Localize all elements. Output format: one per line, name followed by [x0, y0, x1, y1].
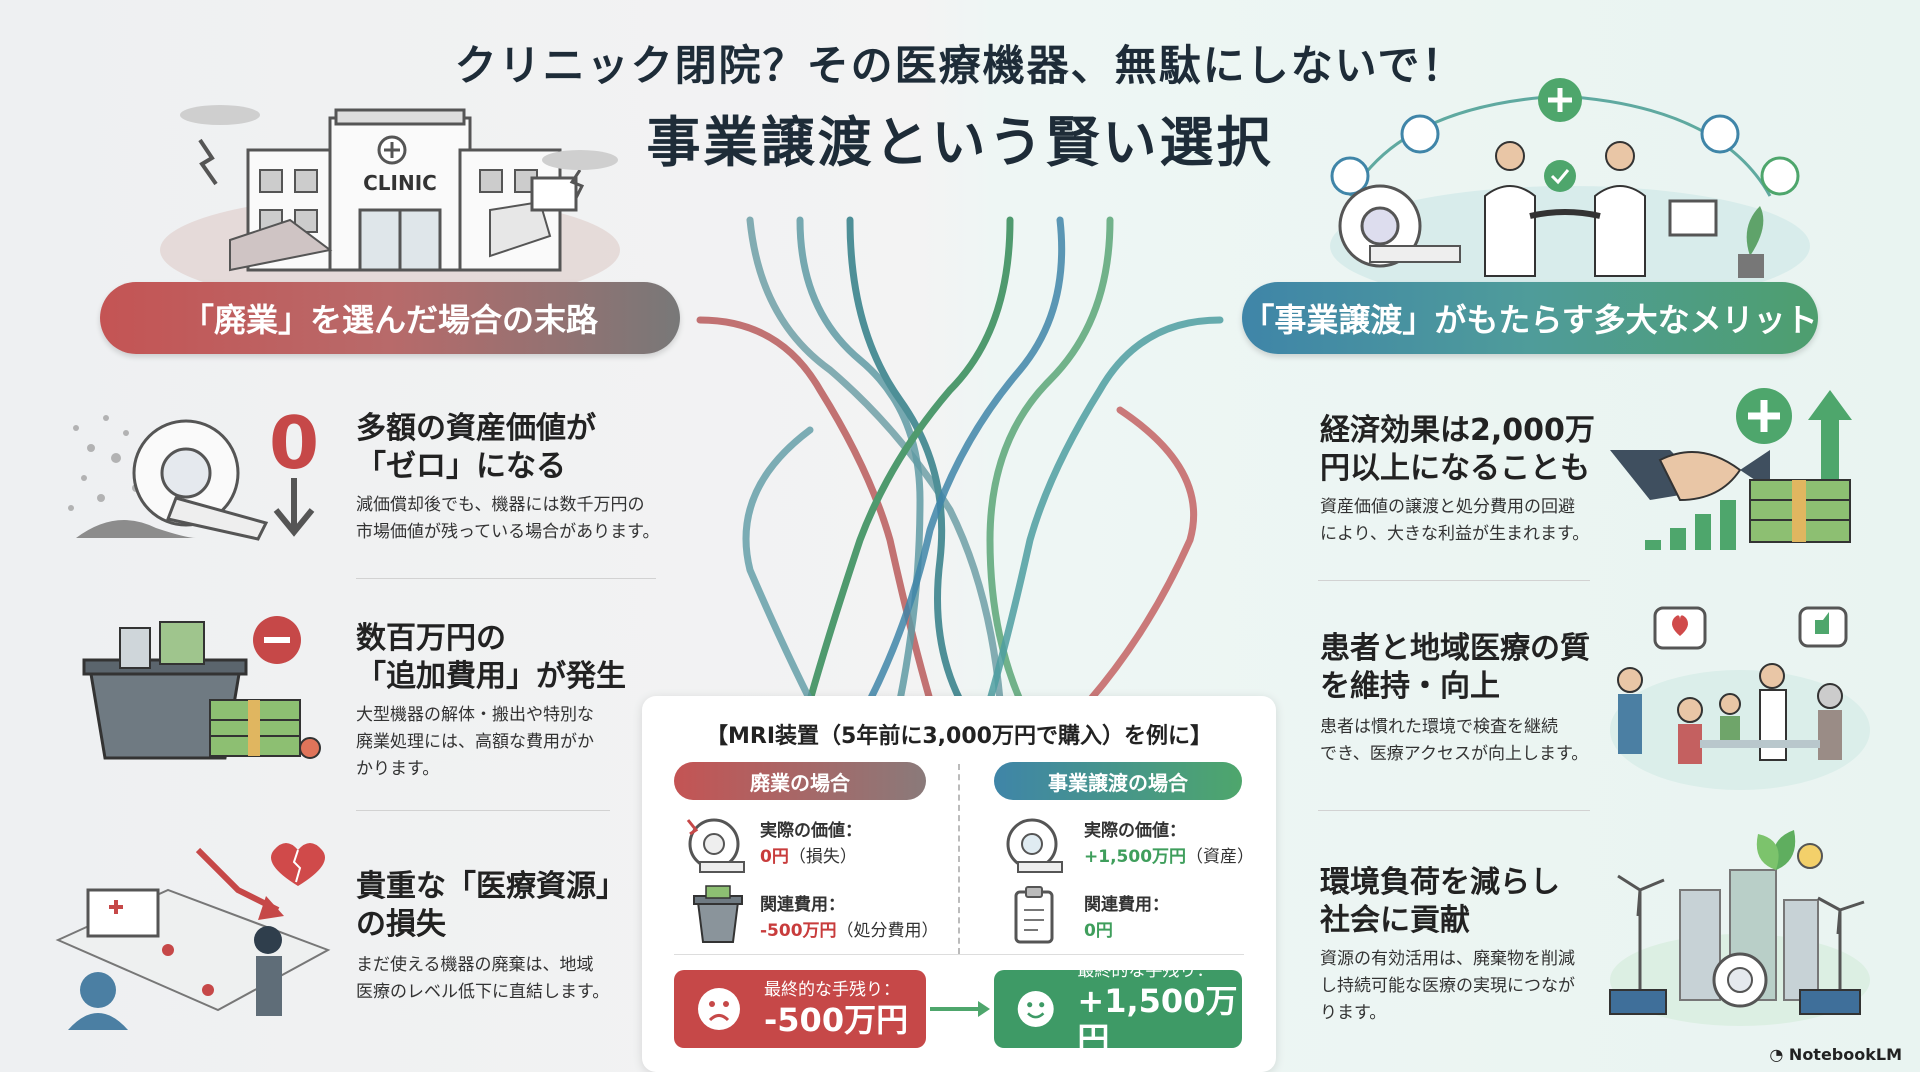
transfer-cost-label: 関連費用： [1084, 895, 1169, 915]
notebooklm-logo-text: NotebookLM [1788, 1045, 1902, 1064]
comparison-separator [674, 954, 1244, 955]
transfer-item-2-desc: 患者は慣れた環境で検査を継続 でき、医療アクセスが向上します。 [1320, 714, 1588, 768]
closure-item-2-desc-line2: 廃業処理には、高額な費用がか [356, 732, 594, 752]
ruined-clinic-illustration: CLINIC [160, 105, 620, 290]
transfer-item-3-desc-line3: ります。 [1320, 1003, 1387, 1023]
transfer-item-2-title-line2: を維持・向上 [1320, 669, 1500, 704]
clipboard-icon [1014, 886, 1054, 944]
closure-result-box: 最終的な手残り： -500万円 [674, 970, 926, 1048]
notebooklm-logo: ◔ NotebookLM [1769, 1045, 1902, 1064]
clinic-sign: CLINIC [363, 171, 437, 195]
closure-value-amount: 0円 [760, 847, 789, 867]
flow-lines-decoration [696, 216, 1224, 704]
transfer-value-label: 実際の価値： [1084, 821, 1186, 841]
closure-cost-label: 関連費用： [760, 895, 845, 915]
trash-money-icon [693, 885, 743, 943]
transfer-cost-amount: 0円 [1084, 921, 1113, 941]
closure-result-value: -500万円 [764, 1001, 909, 1039]
closure-value-label: 実際の価値： [760, 821, 862, 841]
closure-item-3-title-line2: の損失 [356, 907, 446, 942]
doctors-handshake-illustration [1330, 78, 1810, 290]
closure-item-1-title: 多額の資産価値が 「ゼロ」になる [356, 410, 596, 486]
sad-face-icon [698, 988, 740, 1030]
closure-item-2-desc-line3: かります。 [356, 759, 440, 779]
transfer-divider-1 [1318, 580, 1590, 581]
closure-item-3-desc-line2: 医療のレベル低下に直結します。 [356, 982, 610, 1002]
transfer-item-3-title-line2: 社会に貢献 [1320, 903, 1470, 938]
zero-badge: 0 [269, 401, 319, 485]
happy-face-icon [1017, 991, 1054, 1027]
transfer-item-2-desc-line2: でき、医療アクセスが向上します。 [1320, 744, 1589, 764]
closure-item-2-title-line2: 「追加費用」が発生 [356, 659, 626, 694]
dumpster-cost-icon [82, 616, 321, 760]
map-broken-heart-icon [55, 843, 331, 1030]
transfer-item-2-title-line1: 患者と地域医療の質 [1320, 631, 1590, 666]
closure-item-3-title-line1: 貴重な「医療資源」 [356, 869, 626, 904]
closure-result-label: 最終的な手残り： [764, 980, 900, 1000]
notebooklm-logo-icon: ◔ [1769, 1045, 1789, 1064]
closure-value-note: （損失） [788, 847, 857, 867]
comparison-title: 【MRI装置（5年前に3,000万円で購入）を例に】 [706, 724, 1212, 749]
closure-item-1-title-line1: 多額の資産価値が [356, 411, 596, 446]
transfer-item-3-title-line1: 環境負荷を減らし [1320, 865, 1560, 900]
transfer-banner: 「事業譲渡」がもたらす多大なメリット [1242, 282, 1818, 354]
transfer-item-3-desc-line1: 資源の有効活用は、廃棄物を削減 [1320, 949, 1575, 969]
closure-item-1-desc: 減価償却後でも、機器には数千万円の 市場価値が残っている場合があります。 [356, 492, 659, 546]
closure-item-1-title-line2: 「ゼロ」になる [356, 449, 566, 484]
transfer-item-1-desc: 資産価値の譲渡と処分費用の回避 により、大きな利益が生まれます。 [1320, 494, 1589, 548]
broken-mri-icon [686, 818, 745, 873]
green-city-icon [1609, 830, 1870, 1026]
closure-case-pill: 廃業の場合 [674, 762, 926, 800]
transfer-item-1-title-line1: 経済効果は2,000万 [1320, 413, 1595, 448]
closure-cost-amount: -500万円 [760, 921, 837, 941]
transfer-value: +1,500万円（資産） [1084, 844, 1254, 870]
transfer-item-3-desc: 資源の有効活用は、廃棄物を削減 し持続可能な医療の実現につなが ります。 [1320, 946, 1575, 1027]
closure-item-1-desc-line2: 市場価値が残っている場合があります。 [356, 522, 660, 542]
patients-community-icon [1610, 606, 1870, 790]
transfer-result-value: +1,500万円 [1077, 982, 1238, 1058]
page-title-line2: 事業譲渡という賢い選択 [646, 111, 1274, 174]
comparison-panel: 【MRI装置（5年前に3,000万円で購入）を例に】 廃業の場合 事業譲渡の場合… [642, 696, 1276, 1072]
closure-item-2-title-line1: 数百万円の [356, 621, 506, 656]
mri-zero-value-icon: 0 [68, 401, 319, 541]
transfer-item-1-desc-line1: 資産価値の譲渡と処分費用の回避 [1320, 497, 1575, 517]
transfer-item-1-desc-line2: により、大きな利益が生まれます。 [1320, 524, 1590, 544]
transfer-item-1-title-line2: 円以上になることも [1320, 451, 1590, 486]
transfer-item-2-desc-line1: 患者は慣れた環境で検査を継続 [1320, 717, 1558, 737]
closure-value: 0円（損失） [760, 844, 857, 870]
transfer-divider-2 [1318, 810, 1590, 811]
transfer-result-box: 最終的な手残り： +1,500万円 [994, 961, 1242, 1058]
closure-item-1-desc-line1: 減価償却後でも、機器には数千万円の [356, 495, 645, 515]
result-arrow-icon [930, 1001, 990, 1017]
comparison-divider [958, 764, 960, 954]
transfer-item-3-title: 環境負荷を減らし 社会に貢献 [1320, 864, 1560, 940]
closure-item-3-desc-line1: まだ使える機器の廃棄は、地域 [356, 955, 594, 975]
transfer-item-2-title: 患者と地域医療の質 を維持・向上 [1320, 630, 1590, 706]
closure-cost: -500万円（処分費用） [760, 918, 939, 944]
closure-banner: 「廃業」を選んだ場合の末路 [100, 282, 680, 354]
closure-item-2-desc: 大型機器の解体・搬出や特別な 廃業処理には、高額な費用がか かります。 [356, 702, 594, 783]
transfer-value-amount: +1,500万円 [1084, 847, 1187, 867]
handshake-profit-icon [1610, 388, 1852, 550]
closure-divider-2 [356, 810, 610, 811]
closure-item-3-title: 貴重な「医療資源」 の損失 [356, 868, 626, 944]
page-title-line1: クリニック閉院？その医療機器、無駄にしないで！ [454, 41, 1466, 90]
transfer-result-label: 最終的な手残り： [1077, 961, 1214, 981]
closure-cost-note: （処分費用） [836, 921, 939, 941]
transfer-item-3-desc-line2: し持続可能な医療の実現につなが [1320, 976, 1575, 996]
transfer-item-1-title: 経済効果は2,000万 円以上になることも [1320, 412, 1595, 488]
closure-item-2-title: 数百万円の 「追加費用」が発生 [356, 620, 626, 696]
transfer-case-pill: 事業譲渡の場合 [994, 762, 1242, 800]
transfer-cost: 0円 [1084, 918, 1113, 944]
closure-item-3-desc: まだ使える機器の廃棄は、地域 医療のレベル低下に直結します。 [356, 952, 609, 1006]
closure-item-2-desc-line1: 大型機器の解体・搬出や特別な [356, 705, 594, 725]
closure-divider-1 [356, 578, 656, 579]
mri-asset-icon [1006, 818, 1063, 873]
transfer-value-note: （資産） [1186, 847, 1255, 867]
